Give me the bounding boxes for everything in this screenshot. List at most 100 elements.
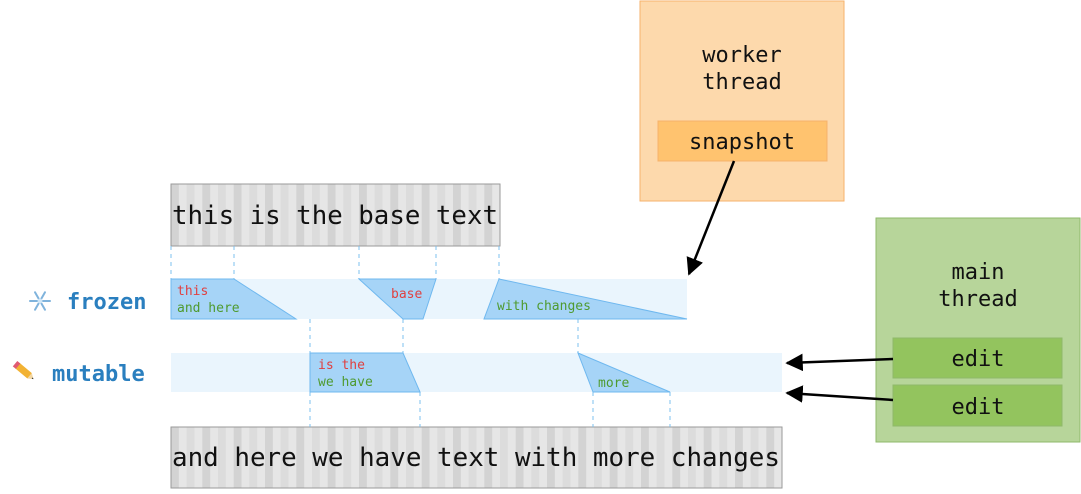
mutable-label: mutable: [52, 362, 145, 387]
char-cell: [296, 427, 305, 488]
char-cell: [672, 427, 681, 488]
char-cell: [437, 184, 446, 246]
frozen-label: frozen: [67, 290, 146, 315]
snowflake-icon: [29, 291, 51, 311]
result-text-strip: and here we have text with more changes: [170, 426, 783, 489]
char-cell: [406, 427, 414, 488]
char-cell: [500, 427, 508, 488]
char-cell: [390, 184, 399, 246]
snapshot-arrow: [686, 160, 736, 276]
char-cell: [343, 427, 352, 488]
base-text-strip: this is the base text: [170, 183, 501, 247]
char-cell: [484, 184, 493, 246]
char-cell: [468, 184, 477, 246]
worker-title-line2: thread: [702, 70, 781, 95]
char-cell: [468, 427, 477, 488]
char-cell: [186, 184, 195, 246]
frozen-segment-2: [357, 278, 437, 320]
worker-title-line1: worker: [702, 43, 781, 68]
char-cell: [594, 427, 602, 488]
mutable-added-2: more: [598, 376, 629, 391]
char-cell: [343, 184, 352, 246]
char-cell: [406, 184, 414, 246]
snapshot-label: snapshot: [689, 130, 795, 155]
frozen-segment-3: [483, 278, 688, 320]
char-cell: [703, 427, 712, 488]
char-cell: [609, 427, 618, 488]
char-cell: [688, 427, 696, 488]
char-cell: [296, 184, 305, 246]
char-cell: [484, 427, 493, 488]
char-cell: [390, 427, 399, 488]
base-text: this is the base text: [172, 201, 498, 231]
arrows: [686, 160, 894, 403]
char-cell: [327, 184, 336, 246]
edit-label-1: edit: [952, 347, 1005, 372]
char-cell: [656, 427, 665, 488]
char-cell: [265, 184, 273, 246]
edit-box-2: [892, 384, 1063, 427]
char-cell: [312, 184, 320, 246]
char-cell: [719, 427, 728, 488]
char-cell: [374, 184, 383, 246]
char-cell: [735, 427, 743, 488]
main-title-line2: thread: [938, 287, 1017, 312]
char-cell: [265, 427, 273, 488]
snapshot-box: [657, 120, 828, 162]
char-cell: [641, 427, 649, 488]
char-cell: [750, 427, 759, 488]
guide-lines: [170, 246, 671, 427]
char-cell: [531, 427, 540, 488]
char-cell: [437, 427, 446, 488]
main-thread-box: main thread edit edit: [875, 217, 1081, 443]
frozen-row-label: frozen: [29, 290, 146, 315]
char-cell: [547, 427, 555, 488]
char-cell: [578, 427, 587, 488]
pencil-icon: [12, 360, 34, 380]
char-cell: [171, 427, 179, 488]
mutable-added-1: we have: [318, 375, 373, 390]
char-cell: [233, 184, 242, 246]
worker-thread-box: worker thread snapshot: [639, 0, 845, 202]
frozen-segment-1: [170, 278, 298, 320]
result-text: and here we have text with more changes: [172, 443, 780, 473]
char-cell: [280, 184, 289, 246]
frozen-lane: this and here base with changes: [170, 278, 688, 320]
char-cell: [171, 184, 179, 246]
char-cell: [562, 427, 571, 488]
frozen-added-3: with changes: [497, 299, 591, 314]
char-cell: [327, 427, 336, 488]
char-cell: [249, 184, 258, 246]
mutable-row-label: mutable: [12, 360, 145, 387]
char-cell: [202, 427, 211, 488]
edit-arrow-1: [785, 353, 894, 372]
char-cell: [359, 184, 367, 246]
edit-label-2: edit: [952, 395, 1005, 420]
frozen-removed-2: base: [391, 287, 422, 302]
char-cell: [453, 427, 461, 488]
edit-box-1: [892, 337, 1063, 379]
char-cell: [515, 427, 524, 488]
char-cell: [249, 427, 258, 488]
char-cell: [766, 427, 775, 488]
edit-arrow-2: [785, 385, 894, 403]
char-cell: [218, 427, 226, 488]
char-cell: [280, 427, 289, 488]
char-cell: [186, 427, 195, 488]
char-cell: [453, 184, 461, 246]
frozen-added-1: and here: [177, 301, 240, 316]
char-cell: [233, 427, 242, 488]
mutable-removed-1: is the: [318, 358, 365, 373]
main-title-line1: main: [952, 260, 1005, 285]
char-cell: [625, 427, 634, 488]
char-cell: [312, 427, 320, 488]
frozen-removed-1: this: [177, 284, 208, 299]
char-cell: [421, 427, 430, 488]
char-cell: [202, 184, 211, 246]
mutable-segment-2: [577, 352, 671, 393]
mutable-lane: is the we have more: [171, 352, 782, 393]
mutable-segment-1: [309, 352, 421, 393]
char-cell: [359, 427, 367, 488]
char-cell: [374, 427, 383, 488]
